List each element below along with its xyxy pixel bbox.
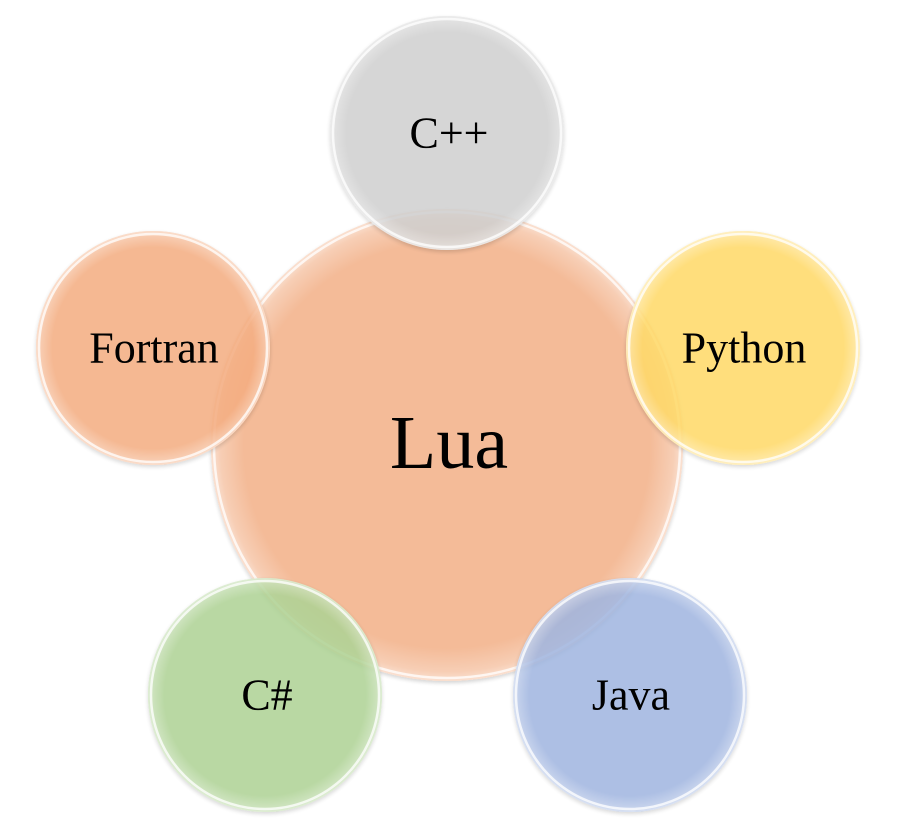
satellite-node-fortran: Fortran [36,231,270,465]
satellite-gloss-fortran [36,231,270,465]
center-circle-gloss [211,209,683,681]
satellite-node-python: Python [626,231,860,465]
satellite-gloss-csharp [148,578,382,812]
satellite-gloss-python [626,231,860,465]
satellite-node-java: Java [513,578,747,812]
satellite-label-python: Python [682,324,807,373]
satellite-rim-python [627,232,859,464]
satellite-gloss-java [513,578,747,812]
satellite-label-fortran: Fortran [89,324,219,373]
satellite-rim-csharp [149,579,381,811]
satellite-label-java: Java [592,671,670,720]
satellite-rim-java [514,579,746,811]
center-node-lua: Lua [211,209,683,681]
satellite-node-cpp: C++ [330,16,564,250]
center-label: Lua [390,401,508,485]
satellite-rim-fortran [37,232,269,464]
satellite-node-csharp: C# [148,578,382,812]
satellite-label-csharp: C# [241,671,292,720]
satellite-label-cpp: C++ [410,109,489,158]
satellite-gloss-cpp [330,16,564,250]
satellite-rim-cpp [331,17,563,249]
